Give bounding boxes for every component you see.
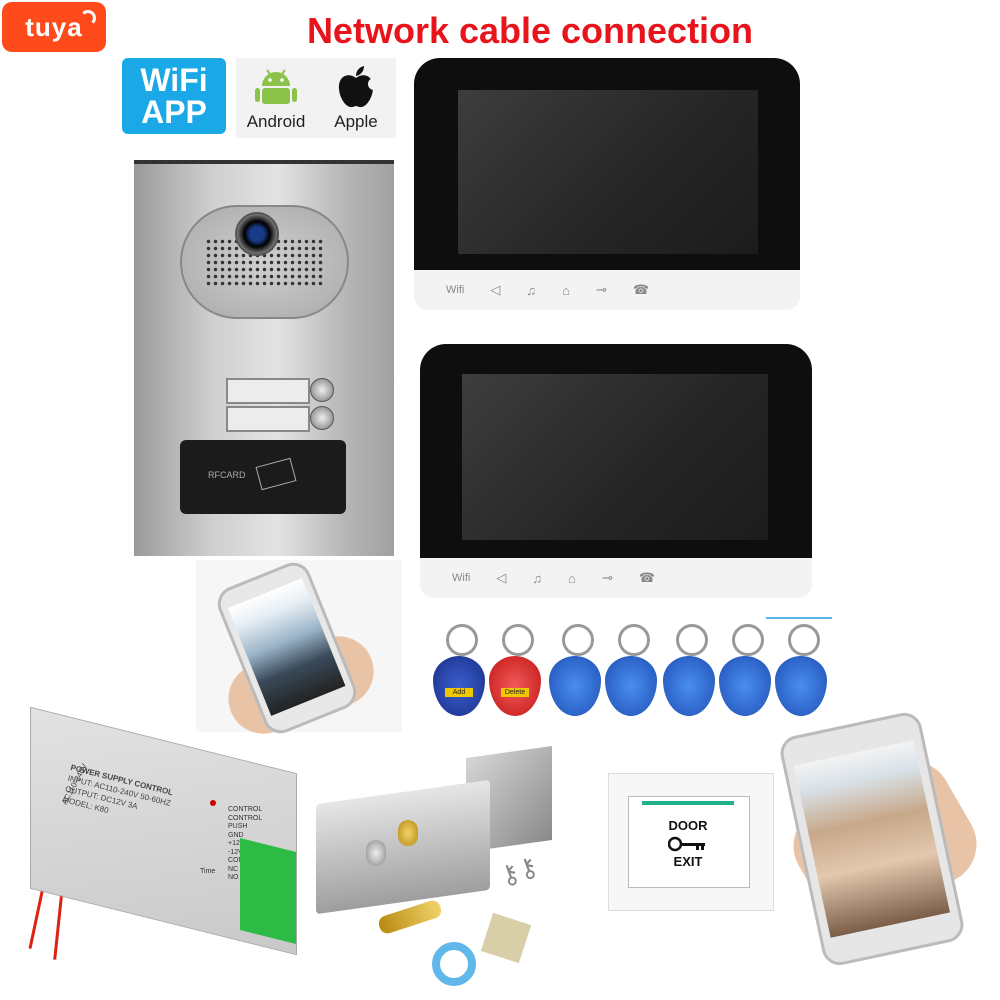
accent-line <box>766 617 832 619</box>
power-led-icon <box>210 800 216 806</box>
tag-ring <box>732 624 764 656</box>
apple-label: Apple <box>334 112 378 131</box>
name-plate-2 <box>226 406 310 432</box>
terminal-label: NC <box>228 865 239 873</box>
tag-ring <box>562 624 594 656</box>
rfid-reader <box>180 440 346 514</box>
exit-button[interactable] <box>628 796 750 888</box>
terminal-label: PUSH <box>228 823 248 830</box>
terminal-label: COM <box>228 857 245 864</box>
rfid-tag <box>549 656 601 716</box>
rfid-tag-add <box>433 656 485 716</box>
rfid-tag <box>605 656 657 716</box>
rfid-reader-label: RFCARD <box>208 470 246 480</box>
terminal-label: CONTROL <box>228 814 263 822</box>
rfid-tag <box>663 656 715 716</box>
tag-ring <box>502 624 534 656</box>
rfid-tag <box>775 656 827 716</box>
headline: Network cable connection <box>306 10 754 51</box>
psu-terminal-labels: CONTROL CONTROL PUSH GND +12V -12V COM N… <box>228 806 268 883</box>
monitor-2-screen <box>462 374 768 540</box>
call-button-2[interactable] <box>310 406 334 430</box>
bell-icon[interactable]: ⌂ <box>562 282 570 298</box>
apple-badge: Apple <box>316 58 396 138</box>
android-badge: Android <box>236 58 316 138</box>
android-icon <box>255 69 297 104</box>
tag-ring <box>676 624 708 656</box>
wifi-app-badge: WiFi APP <box>122 58 226 134</box>
wifi-wave-icon <box>80 10 96 26</box>
key-icon[interactable]: ⊸ <box>595 282 607 297</box>
tag-add-label: Add <box>445 688 473 697</box>
apple-icon <box>338 66 380 108</box>
smartphone <box>777 709 967 969</box>
terminal-block <box>240 838 296 944</box>
phone-icon[interactable]: ☎ <box>632 282 650 297</box>
smartphone-screen <box>794 740 950 938</box>
monitor-1-wifi-label: Wifi <box>446 284 465 296</box>
speaker-icon[interactable]: ◁ <box>496 570 507 585</box>
tag-ring <box>618 624 650 656</box>
rfid-tag <box>719 656 771 716</box>
terminal-label: +12V <box>228 840 245 847</box>
call-button-1[interactable] <box>310 378 334 402</box>
indoor-monitor-2: Wifi ◁ ♫ ⌂ ⊸ ☎ <box>420 344 812 598</box>
android-label: Android <box>246 112 306 131</box>
tag-delete-label: Delete <box>501 688 529 697</box>
monitor-1-screen <box>458 90 758 254</box>
terminal-label: CONTROL <box>228 806 263 813</box>
monitor-1-button-bar: Wifi ◁ ♫ ⌂ ⊸ ☎ <box>414 270 800 310</box>
terminal-label: NO <box>228 874 239 881</box>
bell-icon[interactable]: ⌂ <box>568 570 576 586</box>
name-plate-1 <box>226 378 310 404</box>
music-icon[interactable]: ♫ <box>526 282 537 298</box>
indoor-monitor-1: Wifi ◁ ♫ ⌂ ⊸ ☎ <box>414 58 800 310</box>
monitor-2-button-bar: Wifi ◁ ♫ ⌂ ⊸ ☎ <box>420 558 812 598</box>
keys-icon: ⚷⚷ <box>495 850 542 892</box>
lock-knob-icon <box>366 840 386 866</box>
terminal-label: -12V <box>228 848 243 856</box>
rfid-tag-delete <box>489 656 541 716</box>
strike-plate-icon <box>480 912 532 964</box>
key-icon <box>668 836 705 852</box>
music-icon[interactable]: ♫ <box>532 570 543 586</box>
tuya-logo: tuya <box>2 2 106 52</box>
electric-lock <box>316 779 490 915</box>
washer-ring-icon <box>432 942 476 986</box>
wifi-badge-line2: APP <box>141 94 207 130</box>
exit-button-stripe <box>642 801 734 805</box>
wifi-badge-line1: WiFi <box>140 62 208 98</box>
camera-lens-icon <box>235 212 279 256</box>
terminal-label: GND <box>228 831 244 839</box>
tuya-logo-text: tuya <box>25 11 83 42</box>
tag-ring <box>446 624 478 656</box>
speaker-icon[interactable]: ◁ <box>490 282 501 297</box>
exit-button-exit-label: EXIT <box>673 854 703 869</box>
phone-icon[interactable]: ☎ <box>638 570 656 585</box>
phone-app-photo <box>196 557 402 744</box>
exit-button-door-label: DOOR <box>668 818 708 833</box>
tag-ring <box>788 624 820 656</box>
key-icon[interactable]: ⊸ <box>601 570 613 585</box>
psu-time-label: Time <box>200 868 216 875</box>
lock-cylinder-icon <box>398 820 418 846</box>
monitor-2-wifi-label: Wifi <box>452 572 471 584</box>
